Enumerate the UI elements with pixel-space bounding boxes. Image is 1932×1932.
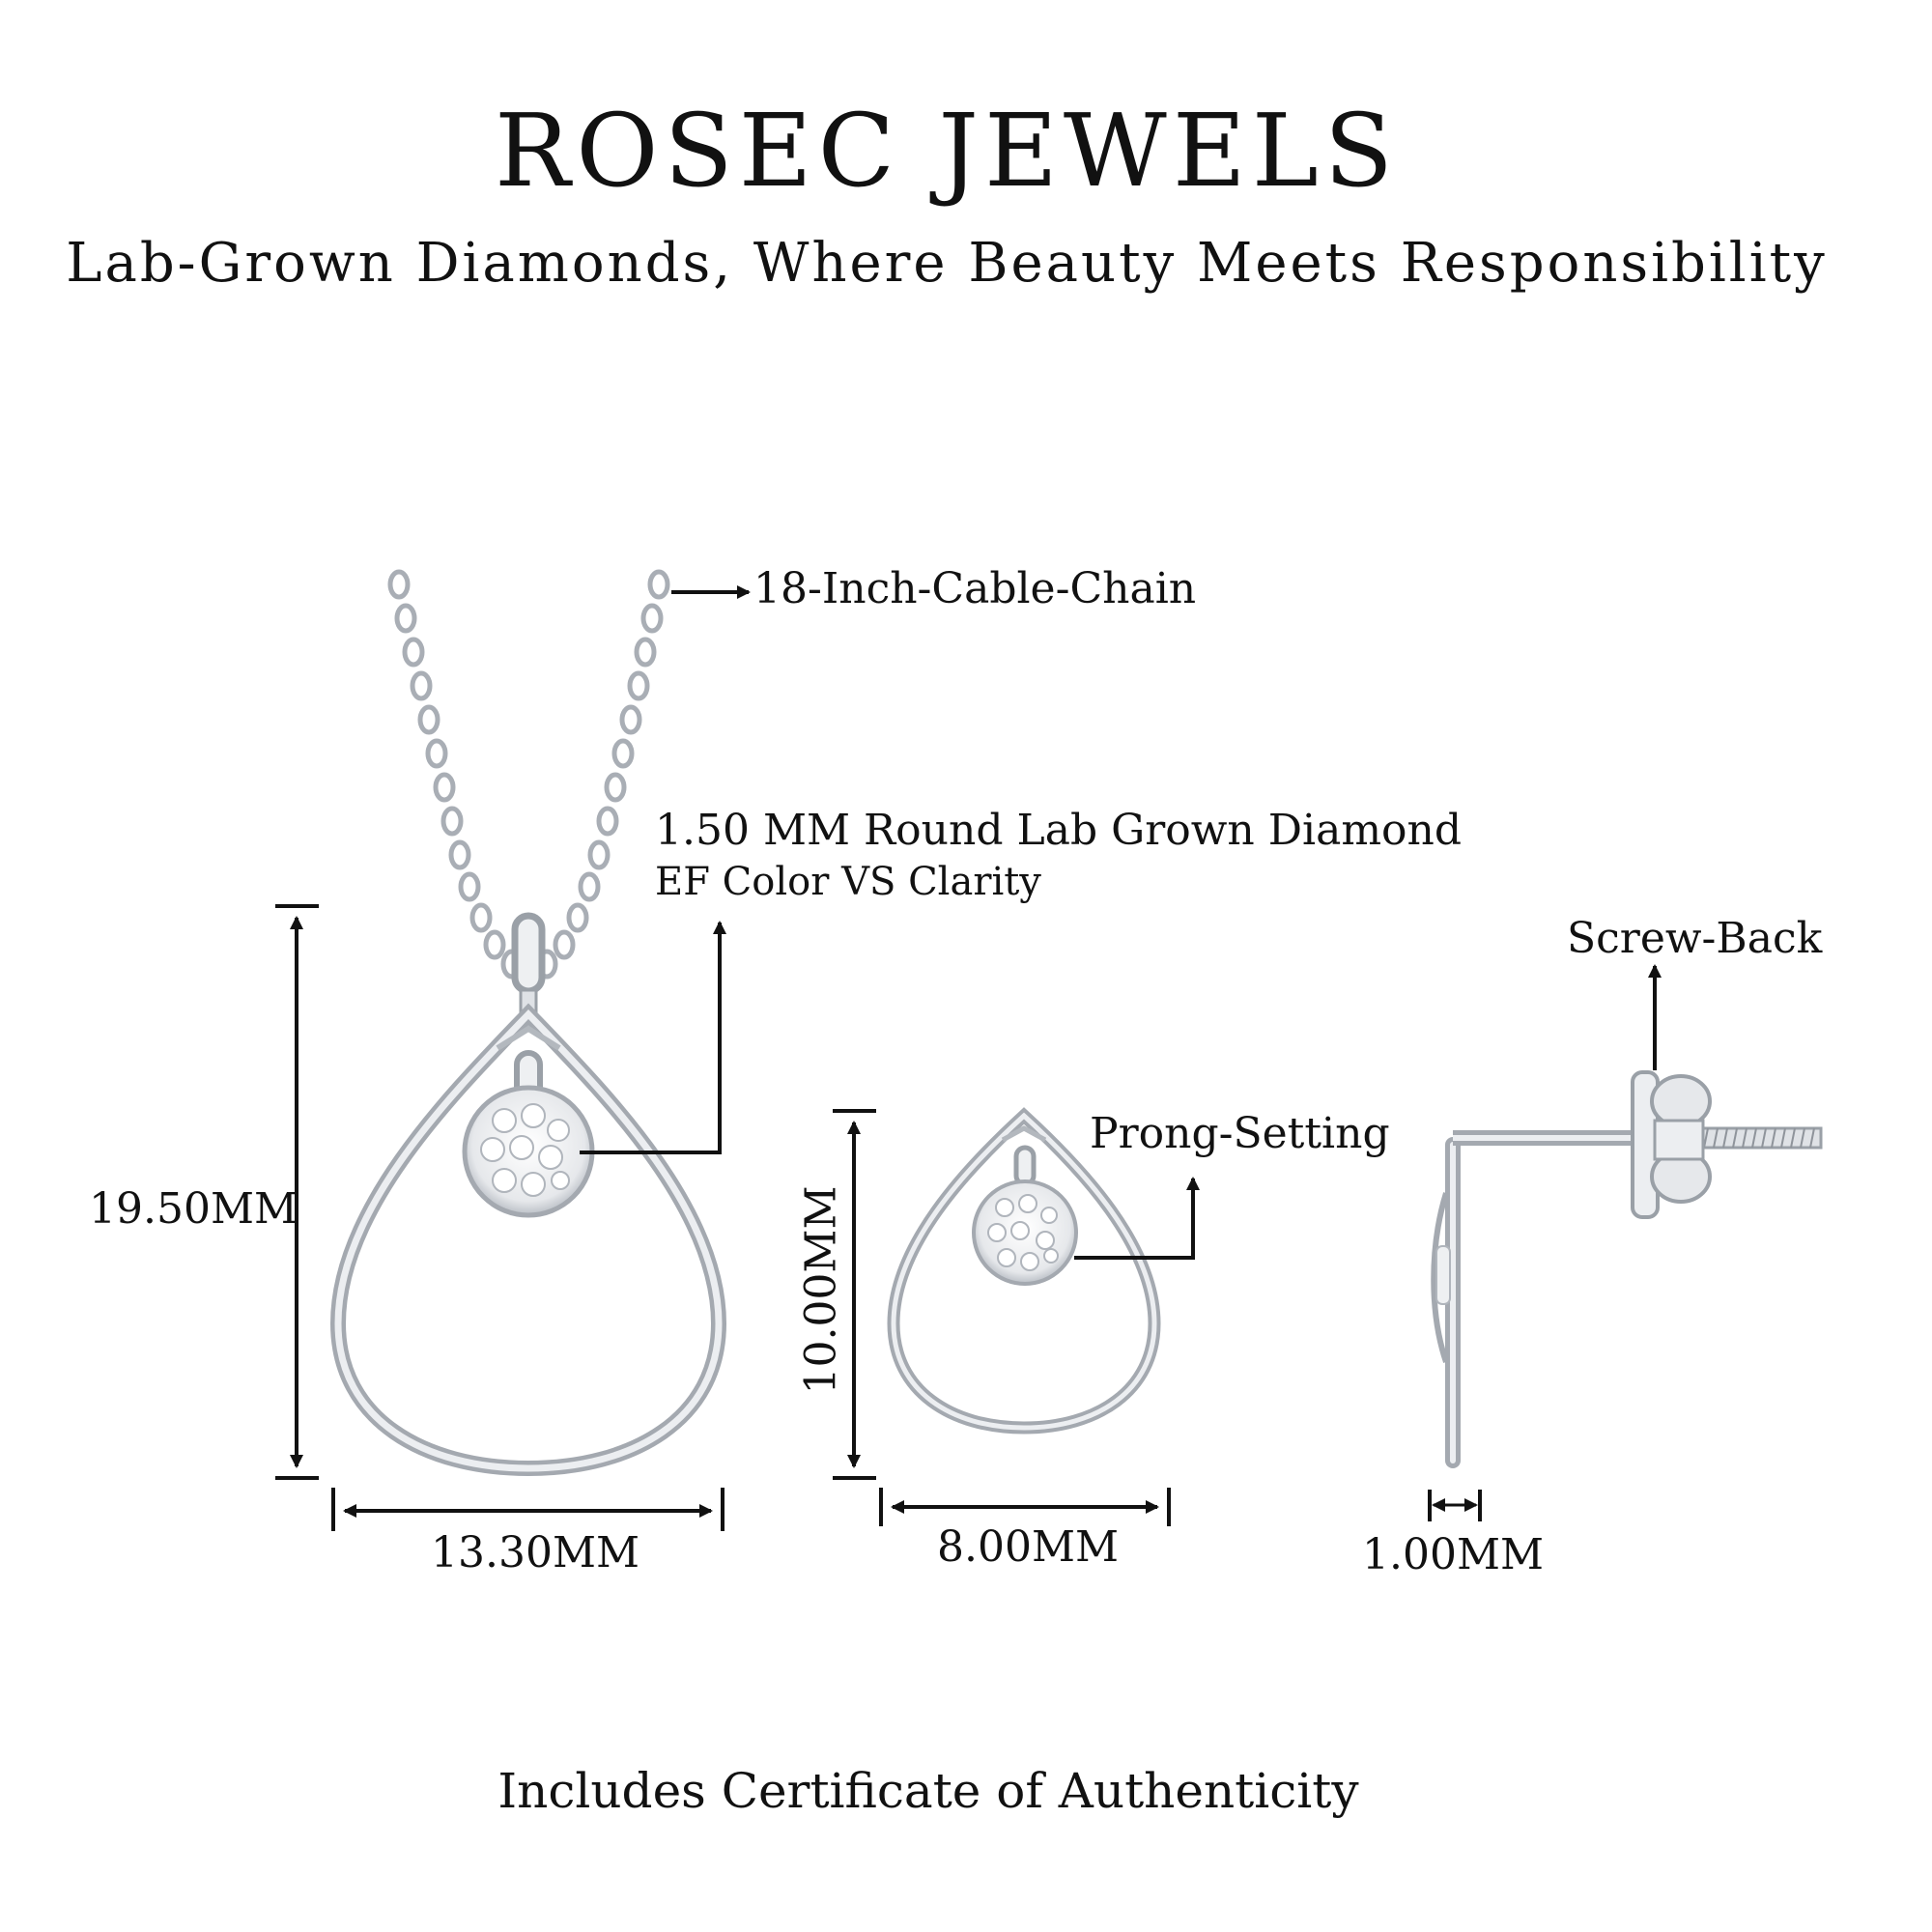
- certificate-note: Includes Certificate of Authenticity: [497, 1763, 1359, 1819]
- chain-label: 18-Inch-Cable-Chain: [753, 564, 1197, 613]
- earring-front: [887, 1107, 1161, 1435]
- brand-tagline: Lab-Grown Diamonds, Where Beauty Meets R…: [66, 232, 1828, 295]
- diamond-label: 1.50 MM Round Lab Grown Diamond: [655, 806, 1463, 855]
- earring-height-label: 10.00MM: [796, 1185, 846, 1395]
- pendant-height-label: 19.50MM: [89, 1184, 298, 1234]
- earring-width-label: 8.00MM: [937, 1522, 1120, 1572]
- dimension-lines: [275, 904, 1482, 1531]
- pendant: [329, 912, 727, 1477]
- callout-leaders: [580, 585, 1662, 1260]
- diamond-grade-label: EF Color VS Clarity: [655, 860, 1041, 904]
- prong-setting-label: Prong-Setting: [1090, 1109, 1390, 1158]
- brand-title: ROSEC JEWELS: [494, 92, 1400, 210]
- screw-back-label: Screw-Back: [1567, 914, 1823, 963]
- earring-side: [1431, 1070, 1823, 1468]
- pendant-width-label: 13.30MM: [431, 1528, 640, 1577]
- earring-thickness-label: 1.00MM: [1362, 1530, 1545, 1579]
